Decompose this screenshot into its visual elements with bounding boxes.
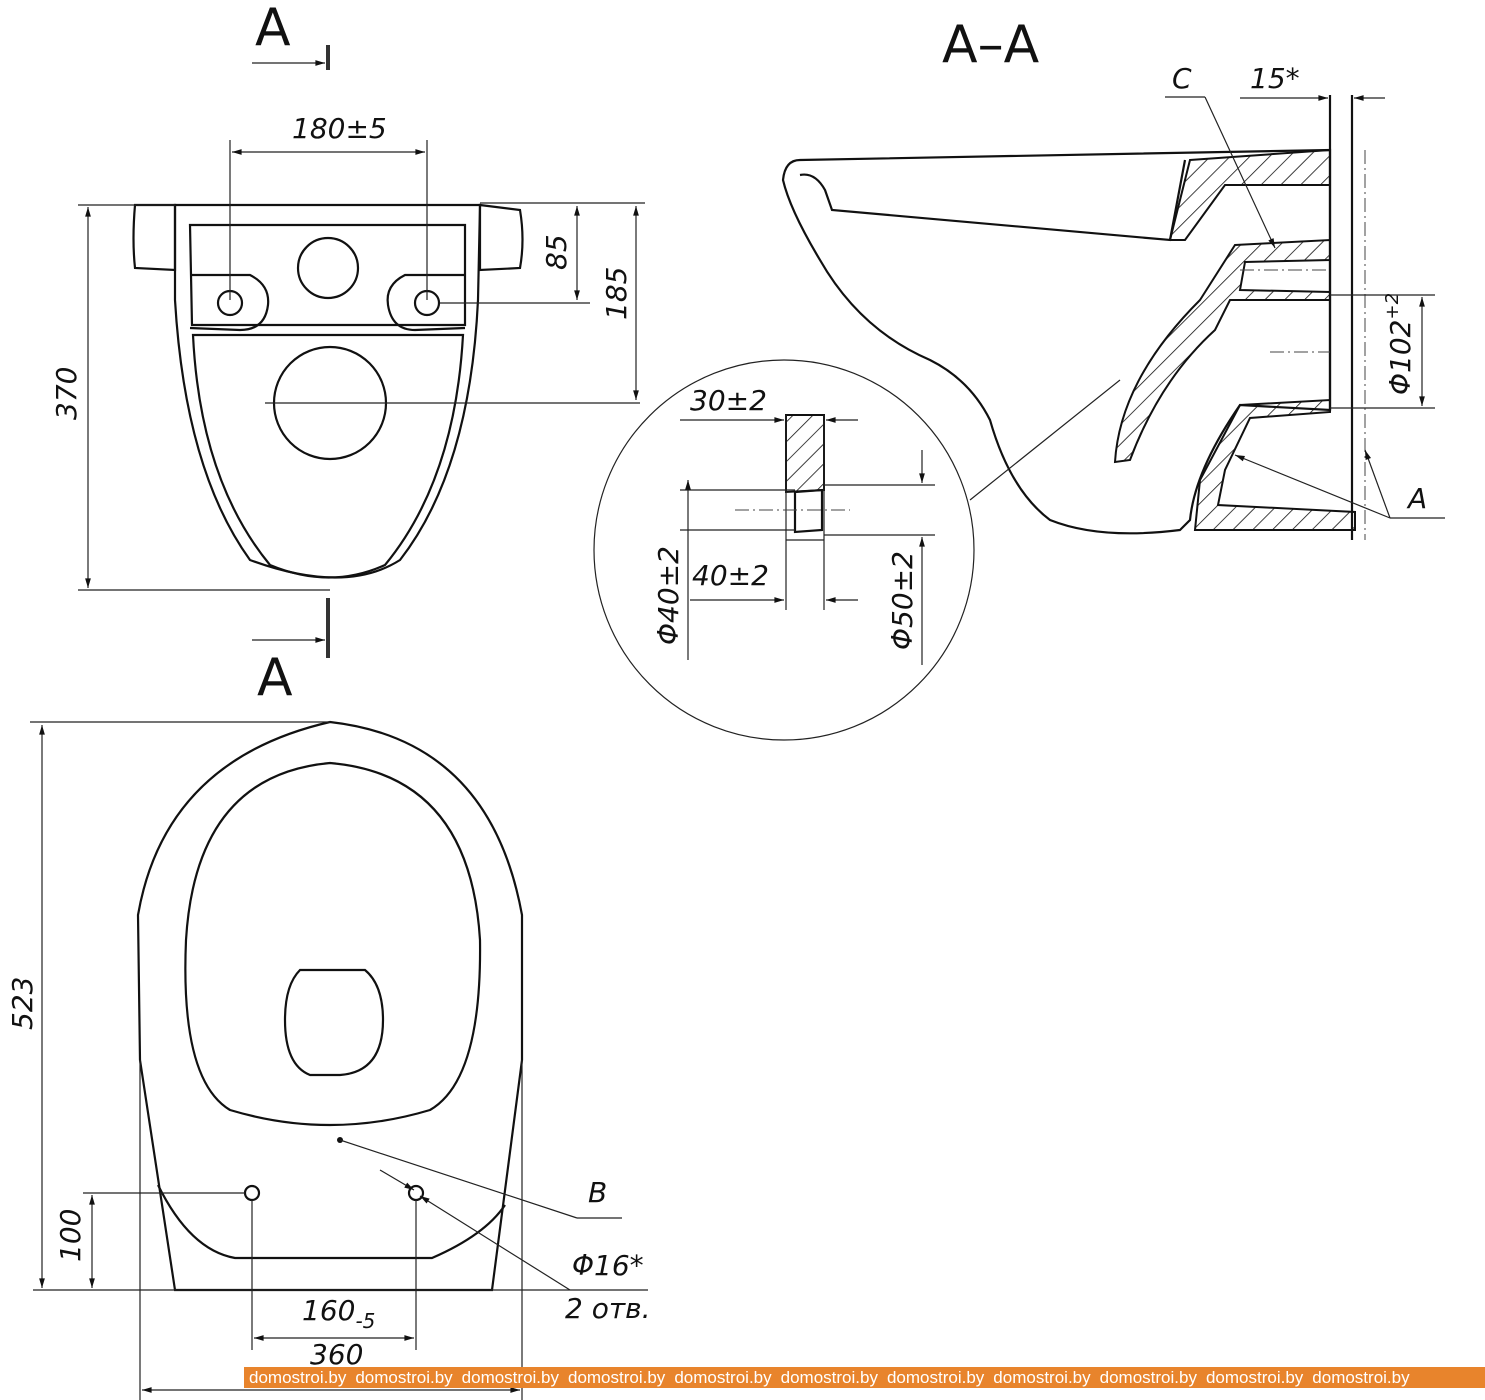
dim-wall-offset: 15* xyxy=(1250,62,1300,95)
watermark-text: domostroi.by xyxy=(674,1368,772,1387)
dim-hole-offset: 100 xyxy=(54,1209,87,1262)
callout-c: C xyxy=(1172,62,1192,95)
section-view: A–A C 15* Φ102+2 A xyxy=(781,15,1445,540)
dim-hole-spacing: 160-5 xyxy=(302,1294,375,1333)
dim-outlet-diameter: Φ102+2 xyxy=(1382,293,1417,395)
dim-outlet-height: 185 xyxy=(600,267,633,320)
callout-b: B xyxy=(588,1176,607,1209)
dim-overall-height: 370 xyxy=(50,367,83,420)
dim-holes-spacing: 180±5 xyxy=(292,112,387,145)
dim-depth-top: 30±2 xyxy=(690,384,767,417)
callout-a: A xyxy=(1406,482,1427,515)
watermark-text: domostroi.by xyxy=(461,1368,559,1387)
dim-hole-height: 85 xyxy=(540,234,573,270)
watermark-band: domostroi.by domostroi.by domostroi.by domo… xyxy=(244,1367,1485,1388)
watermark-text: domostroi.by xyxy=(567,1368,666,1387)
dim-depth-bottom: 40±2 xyxy=(692,559,769,592)
watermark-text: domostroi.by xyxy=(780,1368,878,1387)
watermark-text: domostroi.by xyxy=(993,1368,1091,1387)
section-mark-bottom: A xyxy=(257,648,293,708)
dim-hole-diameter: Φ16* xyxy=(572,1249,644,1282)
watermark-text: domostroi.by xyxy=(886,1368,985,1387)
section-mark-top: A xyxy=(255,0,291,58)
watermark-text: domostroi.by xyxy=(1099,1368,1197,1387)
hole-count: 2 отв. xyxy=(565,1292,651,1325)
watermark-text: domostroi.by xyxy=(1312,1368,1410,1387)
dim-outer-diameter: Φ50±2 xyxy=(886,551,919,650)
back-view: A A 180±5 85 185 370 xyxy=(50,0,645,708)
detail-view: 30±2 40±2 Φ40±2 Φ50±2 xyxy=(593,359,975,741)
watermark-text: domostroi.by xyxy=(1205,1368,1304,1387)
section-title: A–A xyxy=(942,15,1040,75)
dim-inner-diameter: Φ40±2 xyxy=(652,546,685,645)
watermark-text: domostroi.by xyxy=(355,1368,453,1387)
watermark-text: domostroi.by xyxy=(249,1368,347,1387)
dim-overall-width: 360 xyxy=(310,1338,363,1371)
top-view: 523 100 160-5 360 B Φ16* 2 отв. xyxy=(6,720,651,1400)
dim-overall-length: 523 xyxy=(6,977,39,1030)
